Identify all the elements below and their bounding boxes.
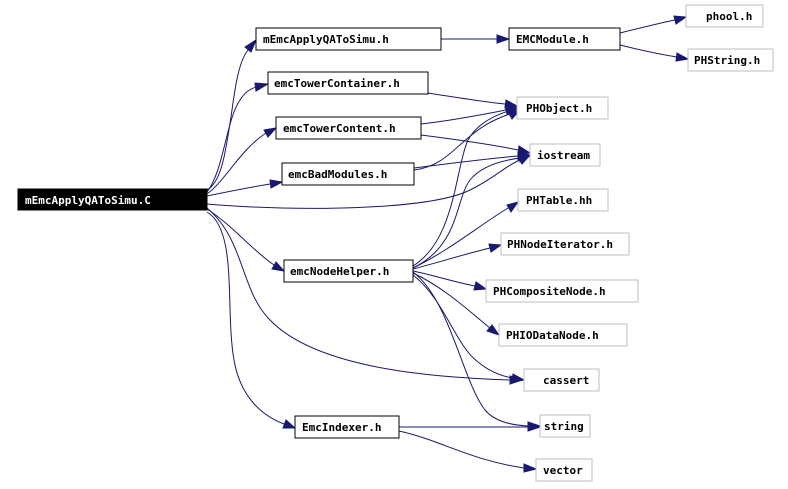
- edge-root-to-cassert: [206, 207, 524, 385]
- edge-emcBadModules-h-to-iostream: [413, 151, 532, 169]
- edge-EMCModule-h-to-phool-h: [619, 15, 688, 34]
- svg-text:PHNodeIterator.h: PHNodeIterator.h: [507, 238, 613, 251]
- edge-emcNodeHelper-h-to-PHTable-hh: [412, 201, 520, 269]
- svg-text:PHString.h: PHString.h: [694, 54, 760, 67]
- edge-root-to-emcBadModules-h: [206, 179, 284, 197]
- edge-emcTowerContainer-h-to-PHObject-h: [427, 92, 519, 109]
- svg-text:PHObject.h: PHObject.h: [526, 102, 592, 115]
- node-root-file[interactable]: mEmcApplyQAToSimu.C: [17, 188, 208, 211]
- node-PHTable-hh[interactable]: PHTable.hh: [517, 188, 609, 212]
- edge-EmcIndexer-h-to-vector: [398, 430, 538, 473]
- edge-emcNodeHelper-h-to-PHCompositeNode-h: [412, 270, 488, 291]
- svg-text:emcTowerContent.h: emcTowerContent.h: [283, 122, 396, 135]
- svg-text:PHIODataNode.h: PHIODataNode.h: [506, 329, 599, 342]
- edge-emcTowerContent-h-to-iostream: [420, 134, 532, 155]
- svg-text:mEmcApplyQAToSimu.C: mEmcApplyQAToSimu.C: [25, 194, 151, 207]
- edge-mEmcApplyQAToSimu-h-to-EMCModule-h: [441, 34, 511, 44]
- node-cassert[interactable]: cassert: [523, 368, 600, 392]
- svg-text:string: string: [544, 420, 584, 433]
- svg-text:vector: vector: [543, 464, 583, 477]
- svg-text:phool.h: phool.h: [706, 10, 752, 23]
- file-nodes: mEmcApplyQAToSimu.C mEmcApplyQAToSimu.h …: [17, 4, 774, 482]
- svg-text:EmcIndexer.h: EmcIndexer.h: [302, 421, 381, 434]
- node-PHObject-h[interactable]: PHObject.h: [516, 96, 609, 120]
- svg-text:emcNodeHelper.h: emcNodeHelper.h: [290, 265, 389, 278]
- node-EMCModule-h[interactable]: EMCModule.h: [508, 27, 621, 51]
- node-emcNodeHelper-h[interactable]: emcNodeHelper.h: [283, 259, 414, 283]
- node-PHString-h[interactable]: PHString.h: [687, 48, 774, 72]
- node-emcTowerContainer-h[interactable]: emcTowerContainer.h: [267, 71, 429, 95]
- node-PHNodeIterator-h[interactable]: PHNodeIterator.h: [500, 232, 630, 256]
- node-string[interactable]: string: [539, 414, 591, 438]
- node-PHCompositeNode-h[interactable]: PHCompositeNode.h: [485, 279, 639, 303]
- edge-emcNodeHelper-h-to-cassert: [412, 274, 526, 383]
- svg-text:EMCModule.h: EMCModule.h: [516, 33, 589, 46]
- node-vector[interactable]: vector: [535, 458, 593, 482]
- edge-root-to-EmcIndexer-h: [206, 211, 297, 429]
- node-mEmcApplyQAToSimu-h[interactable]: mEmcApplyQAToSimu.h: [255, 27, 442, 51]
- edge-EMCModule-h-to-PHString-h: [619, 44, 690, 62]
- node-emcBadModules-h[interactable]: emcBadModules.h: [281, 162, 415, 186]
- edge-emcTowerContent-h-to-PHObject-h: [420, 105, 519, 125]
- edge-EmcIndexer-h-to-string: [399, 422, 542, 432]
- dependency-edges: [206, 15, 690, 473]
- edge-root-to-emcTowerContainer-h: [206, 82, 270, 193]
- svg-text:iostream: iostream: [537, 149, 590, 162]
- node-emcTowerContent-h[interactable]: emcTowerContent.h: [275, 116, 422, 140]
- svg-text:PHTable.hh: PHTable.hh: [526, 194, 592, 207]
- edge-root-to-mEmcApplyQAToSimu-h: [206, 38, 258, 191]
- svg-text:PHCompositeNode.h: PHCompositeNode.h: [493, 285, 606, 298]
- edge-root-to-emcTowerContent-h: [206, 127, 278, 195]
- node-EmcIndexer-h[interactable]: EmcIndexer.h: [294, 415, 400, 439]
- svg-text:emcTowerContainer.h: emcTowerContainer.h: [274, 77, 400, 90]
- node-iostream[interactable]: iostream: [529, 143, 601, 167]
- edge-emcNodeHelper-h-to-PHIODataNode-h: [412, 272, 501, 336]
- edge-emcNodeHelper-h-to-iostream: [412, 153, 532, 269]
- node-phool-h[interactable]: phool.h: [685, 4, 764, 28]
- edge-emcNodeHelper-h-to-PHNodeIterator-h: [412, 243, 503, 270]
- node-PHIODataNode-h[interactable]: PHIODataNode.h: [498, 323, 628, 347]
- svg-text:mEmcApplyQAToSimu.h: mEmcApplyQAToSimu.h: [263, 33, 389, 46]
- svg-text:cassert: cassert: [543, 374, 589, 387]
- svg-text:emcBadModules.h: emcBadModules.h: [288, 168, 387, 181]
- edge-root-to-emcNodeHelper-h: [206, 208, 286, 272]
